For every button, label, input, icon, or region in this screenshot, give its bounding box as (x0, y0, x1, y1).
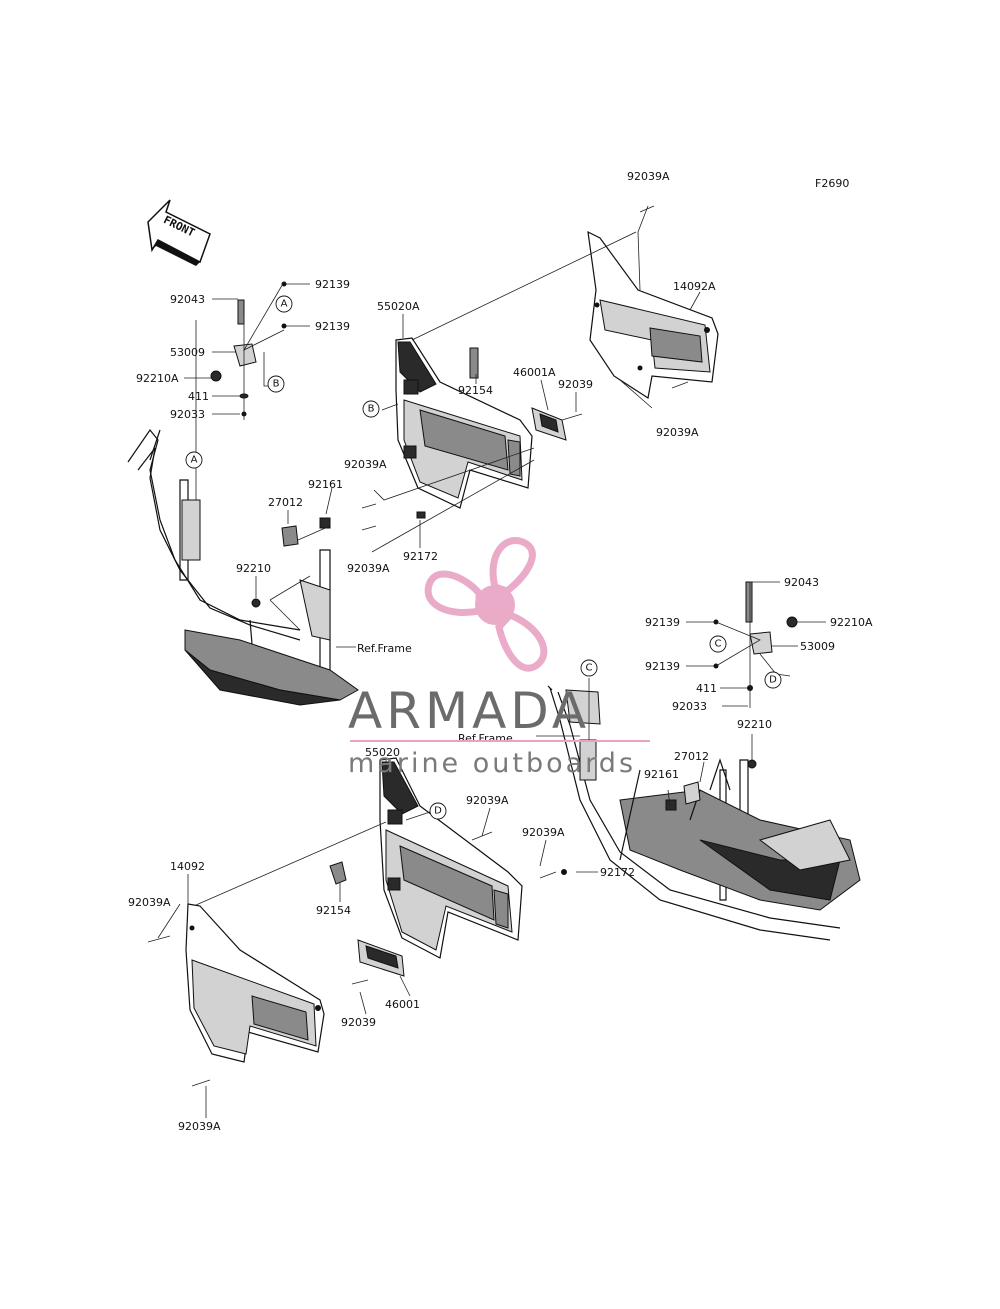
marker-b-upper: B (267, 375, 285, 393)
hardware-lower (147, 831, 567, 1087)
label-92210-left: 92210 (236, 562, 271, 575)
label-53009-left: 53009 (170, 346, 205, 359)
label-55020: 55020 (365, 746, 400, 759)
svg-text:C: C (715, 639, 722, 650)
hardware-left (251, 347, 479, 608)
label-92039a-top: 92039A (627, 170, 670, 183)
label-92210a-left: 92210A (136, 372, 179, 385)
marker-a-frame: A (185, 451, 203, 469)
label-92139-left-top: 92139 (315, 278, 350, 291)
label-92161-right: 92161 (644, 768, 679, 781)
label-411-right: 411 (696, 682, 717, 695)
figure-code: F2690 (815, 177, 849, 190)
label-92210a-right: 92210A (830, 616, 873, 629)
door-55020a (395, 337, 533, 509)
label-92172-upper: 92172 (403, 550, 438, 563)
label-55020a: 55020A (377, 300, 420, 313)
label-92039a-lower1: 92039A (466, 794, 509, 807)
label-92033-right: 92033 (672, 700, 707, 713)
label-46001: 46001 (385, 998, 420, 1011)
part-labels: 92039A 14092A 55020A 92154 46001A 92039 … (128, 170, 873, 1133)
marker-d-right: D (764, 671, 782, 689)
marker-c-right: C (709, 635, 727, 653)
label-92033-left: 92033 (170, 408, 205, 421)
door-55020 (379, 757, 523, 959)
label-92039a-mid2: 92039A (347, 562, 390, 575)
label-92154-lower: 92154 (316, 904, 351, 917)
label-92139-left-bottom: 92139 (315, 320, 350, 333)
svg-text:B: B (368, 404, 375, 415)
label-92039a-lower-left: 92039A (128, 896, 171, 909)
label-14092a: 14092A (673, 280, 716, 293)
svg-text:D: D (434, 806, 442, 817)
svg-text:D: D (769, 675, 777, 686)
latch-46001a (531, 407, 567, 441)
door-panel-14092 (185, 903, 325, 1063)
svg-text:A: A (191, 455, 198, 466)
frame-right (547, 685, 861, 941)
label-92043-right: 92043 (784, 576, 819, 589)
label-92043-left: 92043 (170, 293, 205, 306)
label-92139-right-bottom: 92139 (645, 660, 680, 673)
latch-46001 (357, 939, 405, 977)
front-arrow-icon: FRONT (147, 199, 211, 266)
label-92210-right: 92210 (737, 718, 772, 731)
hinge-53009-right (713, 581, 798, 691)
marker-a-upper: A (275, 295, 293, 313)
label-92039-lower: 92039 (341, 1016, 376, 1029)
svg-text:A: A (281, 299, 288, 310)
label-53009-right: 53009 (800, 640, 835, 653)
watermark-tagline: marine outboards (348, 748, 636, 779)
label-14092: 14092 (170, 860, 205, 873)
label-92154-upper: 92154 (458, 384, 493, 397)
label-92039a-lower2: 92039A (522, 826, 565, 839)
svg-text:B: B (273, 379, 280, 390)
label-92161-left: 92161 (308, 478, 343, 491)
svg-text:C: C (586, 663, 593, 674)
propeller-logo-icon (424, 537, 548, 672)
marker-c-frame: C (580, 659, 598, 677)
marker-b-door: B (362, 400, 380, 418)
watermark-brand: ARMADA (348, 682, 590, 740)
label-92039-upper: 92039 (558, 378, 593, 391)
label-92039a-bottom: 92039A (178, 1120, 221, 1133)
marker-d-door: D (429, 802, 447, 820)
label-27012-left: 27012 (268, 496, 303, 509)
label-ref-frame-upper: Ref.Frame (357, 642, 412, 655)
label-92039a-right: 92039A (656, 426, 699, 439)
label-92139-right-top: 92139 (645, 616, 680, 629)
label-27012-right: 27012 (674, 750, 709, 763)
label-92039a-mid1: 92039A (344, 458, 387, 471)
label-411-left: 411 (188, 390, 209, 403)
label-46001a: 46001A (513, 366, 556, 379)
frame-left (127, 428, 359, 706)
door-panel-14092a (587, 230, 719, 399)
label-92172-lower: 92172 (600, 866, 635, 879)
watermark: ARMADA marine outboards (348, 537, 650, 779)
